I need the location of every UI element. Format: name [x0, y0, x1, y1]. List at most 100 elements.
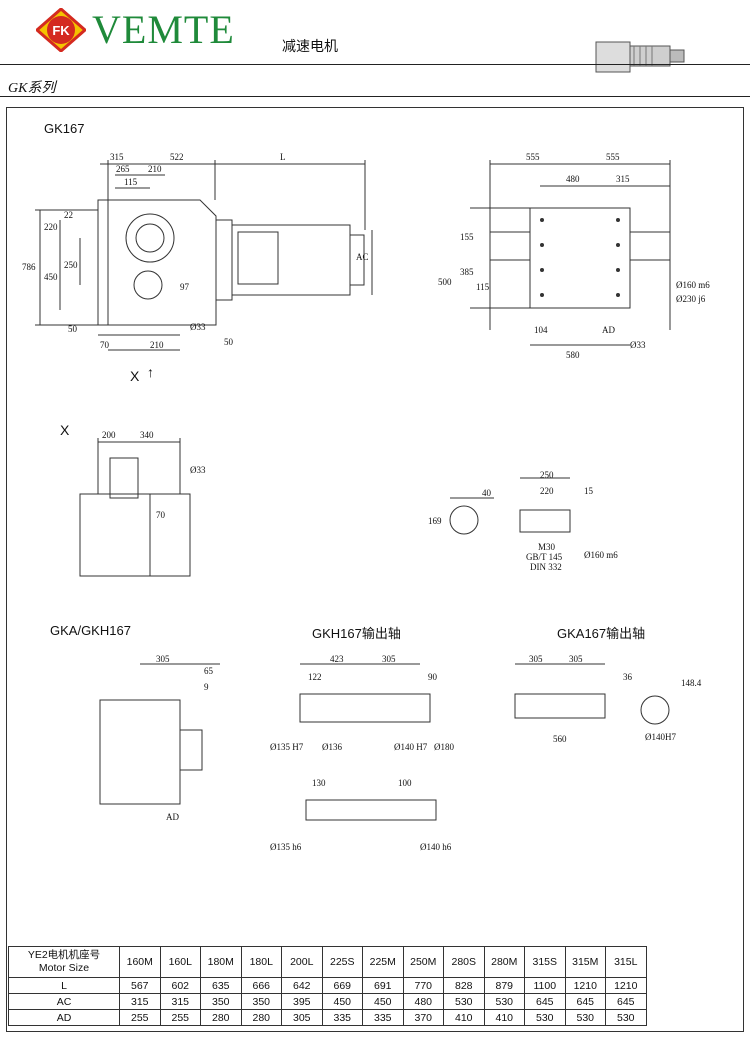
table-cell: 335 [321, 1009, 363, 1026]
table-cell: 280 [200, 1009, 242, 1026]
x-view-drawing: 200 340 Ø33 70 [79, 430, 206, 577]
table-cell: 1100 [524, 977, 566, 994]
gkh-dim-136: Ø136 [322, 742, 342, 752]
gkh-dim-135h6: Ø135 h6 [270, 842, 302, 852]
side-dim-AD: AD [602, 325, 615, 335]
table-cell: 530 [605, 1009, 647, 1026]
table-cell: 879 [483, 977, 525, 994]
table-cell: 370 [402, 1009, 444, 1026]
table-cell: 602 [159, 977, 201, 994]
table-cell: 350 [240, 993, 282, 1010]
gkh-shaft-drawing: 423 305 122 90 Ø135 H7 Ø136 Ø140 H7 Ø180… [270, 654, 454, 852]
table-cell: 1210 [605, 977, 647, 994]
front-view-drawing: 315 522 L 265 210 115 220 22 786 450 250… [22, 152, 373, 351]
size-cell: 180L [240, 946, 282, 978]
table-cell: 567 [119, 977, 161, 994]
size-cell: 225M [362, 946, 404, 978]
dim-97: 97 [180, 282, 190, 292]
side-dim-115: 115 [476, 282, 490, 292]
logo-text: VEMTE [92, 7, 235, 52]
gka-shaft-drawing: 305 305 36 148.4 560 Ø140H7 [514, 654, 702, 744]
table-cell: 255 [159, 1009, 201, 1026]
key-dim-250: 250 [540, 470, 554, 480]
x-dim-340: 340 [140, 430, 154, 440]
x-dim-200: 200 [102, 430, 116, 440]
gka-dim-AD: AD [166, 812, 179, 822]
dim-522: 522 [170, 152, 184, 162]
key-dim-160: Ø160 m6 [584, 550, 618, 560]
size-cell: 280S [443, 946, 485, 978]
key-din: DIN 332 [530, 562, 562, 572]
side-dim-104: 104 [534, 325, 548, 335]
table-cell: 350 [200, 993, 242, 1010]
svg-text:FK: FK [52, 23, 70, 38]
table-cell: 305 [281, 1009, 323, 1026]
gka-dim-65: 65 [204, 666, 214, 676]
key-gb: GB/T 145 [526, 552, 563, 562]
side-dim-155: 155 [460, 232, 474, 242]
row-label: AD [8, 1009, 120, 1026]
dim-210b: 210 [150, 340, 164, 350]
dim-786: 786 [22, 262, 36, 272]
table-cell: 669 [321, 977, 363, 994]
row-label: AC [8, 993, 120, 1010]
table-header-row: YE2电机机座号 Motor Size 160M 160L 180M 180L … [8, 946, 647, 978]
size-cell: 200L [281, 946, 323, 978]
main-title: GK167 [44, 121, 85, 136]
size-cell: 250M [402, 946, 444, 978]
table-cell: 642 [281, 977, 323, 994]
gka-shaft-dim-305b: 305 [569, 654, 583, 664]
gkh-dim-100: 100 [398, 778, 412, 788]
gkh-dim-140: Ø140 H7 [394, 742, 428, 752]
table-cell: 635 [200, 977, 242, 994]
gka-shaft-dim-148: 148.4 [681, 678, 702, 688]
gkh-dim-122: 122 [308, 672, 322, 682]
table-cell: 645 [564, 993, 606, 1010]
side-view-drawing: 555 555 480 315 155 385 500 115 Ø160 m6 … [438, 152, 710, 360]
table-cell: 335 [362, 1009, 404, 1026]
logo-mark-icon: FK [34, 7, 88, 53]
table-cell: 645 [605, 993, 647, 1010]
table-cell: 530 [443, 993, 485, 1010]
table-cell: 395 [281, 993, 323, 1010]
table-cell: 255 [119, 1009, 161, 1026]
dim-22: 22 [64, 210, 73, 220]
x-dim-70: 70 [156, 510, 166, 520]
key-dim-40: 40 [482, 488, 492, 498]
header-subtitle: 减速电机 [282, 38, 338, 54]
table-cell: 828 [443, 977, 485, 994]
size-cell: 160L [159, 946, 201, 978]
gkh-shaft-title: GKH167输出轴 [312, 626, 401, 641]
motor-size-table: YE2电机机座号 Motor Size 160M 160L 180M 180L … [8, 946, 647, 1026]
dim-265: 265 [116, 164, 130, 174]
dim-50a: 50 [68, 324, 78, 334]
header-line1: YE2电机机座号 [27, 949, 101, 961]
side-dim-580: 580 [566, 350, 580, 360]
side-dim-315: 315 [616, 174, 630, 184]
gkh-dim-140h6: Ø140 h6 [420, 842, 452, 852]
drawing-frame [6, 107, 744, 1032]
gkh-dim-90: 90 [428, 672, 438, 682]
dim-L: L [280, 152, 286, 162]
table-cell: 410 [483, 1009, 525, 1026]
x-view-title: X [60, 422, 70, 438]
dim-70: 70 [100, 340, 110, 350]
dim-210a: 210 [148, 164, 162, 174]
table-cell: 530 [564, 1009, 606, 1026]
header-product-image [590, 30, 690, 80]
table-header-cell: YE2电机机座号 Motor Size [8, 946, 120, 978]
arrow-up-icon: ↑ [147, 366, 154, 381]
table-cell: 450 [321, 993, 363, 1010]
size-cell: 160M [119, 946, 161, 978]
series-rule [0, 96, 750, 97]
dim-AC: AC [356, 252, 369, 262]
header-rule [0, 64, 750, 65]
gka-title: GKA/GKH167 [50, 623, 131, 638]
size-cell: 315L [605, 946, 647, 978]
dim-315: 315 [110, 152, 124, 162]
table-cell: 691 [362, 977, 404, 994]
table-row: AC 315 315 350 350 395 450 450 480 530 5… [8, 993, 647, 1010]
table-cell: 666 [240, 977, 282, 994]
dim-115: 115 [124, 177, 138, 187]
table-cell: 480 [402, 993, 444, 1010]
